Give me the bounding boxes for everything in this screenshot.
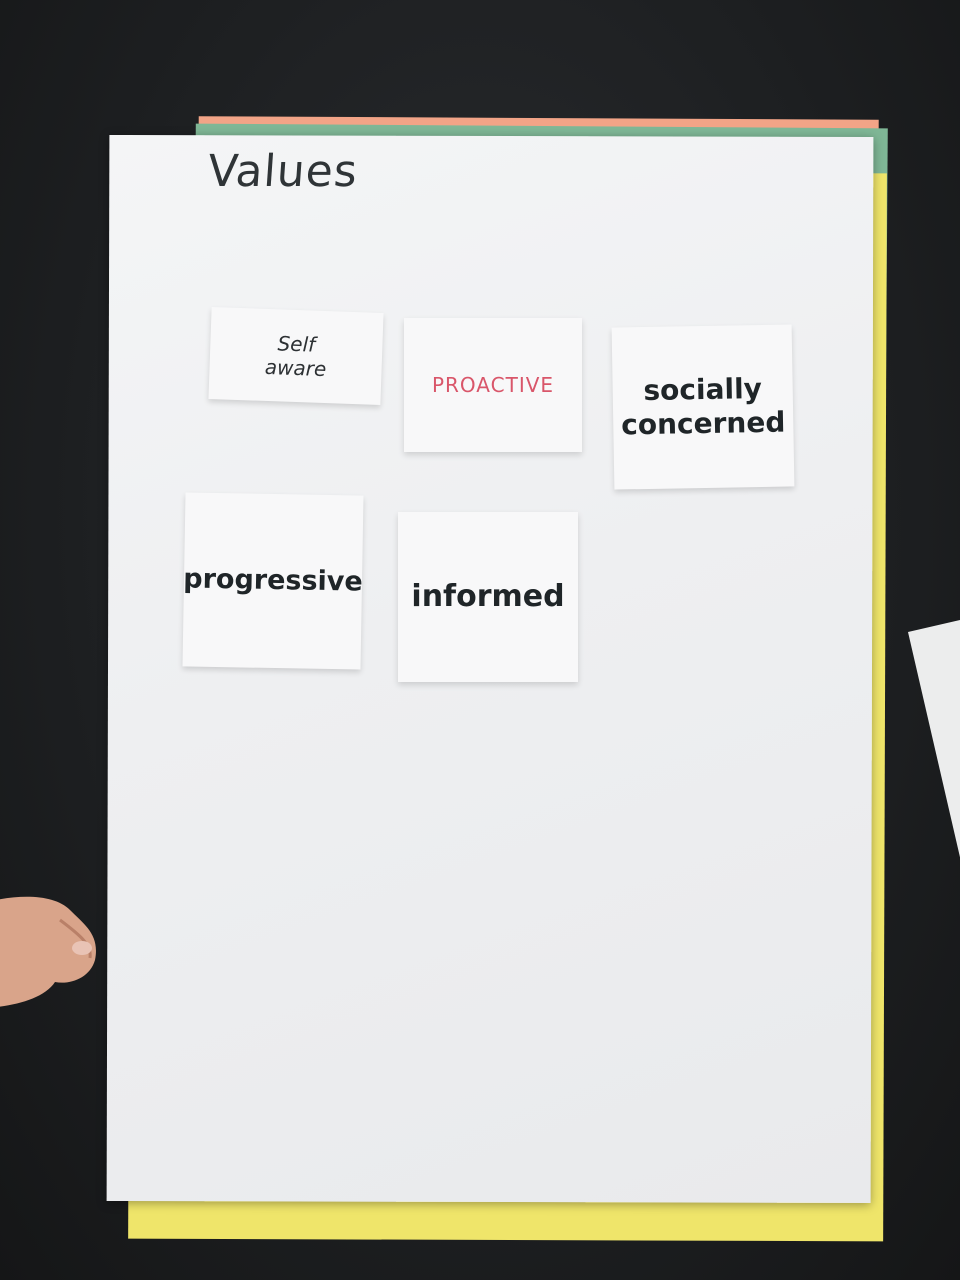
sticky-note-text: PROACTIVE <box>431 373 555 397</box>
hand-holding-paper <box>0 896 96 1007</box>
sticky-note-text: Self aware <box>264 331 327 382</box>
side-paper-sheet <box>908 605 960 944</box>
sticky-note-informed: informed <box>398 512 578 682</box>
board-title: Values <box>206 146 360 197</box>
sticky-note-socially-concerned: socially concerned <box>611 324 795 490</box>
sticky-note-self-aware: Self aware <box>208 307 384 405</box>
sticky-note-progressive: progressive <box>182 492 364 670</box>
sticky-note-text: progressive <box>183 563 364 598</box>
sticky-note-proactive: PROACTIVE <box>404 318 582 452</box>
sticky-note-text: informed <box>411 579 565 614</box>
sticky-note-text: socially concerned <box>620 372 786 442</box>
